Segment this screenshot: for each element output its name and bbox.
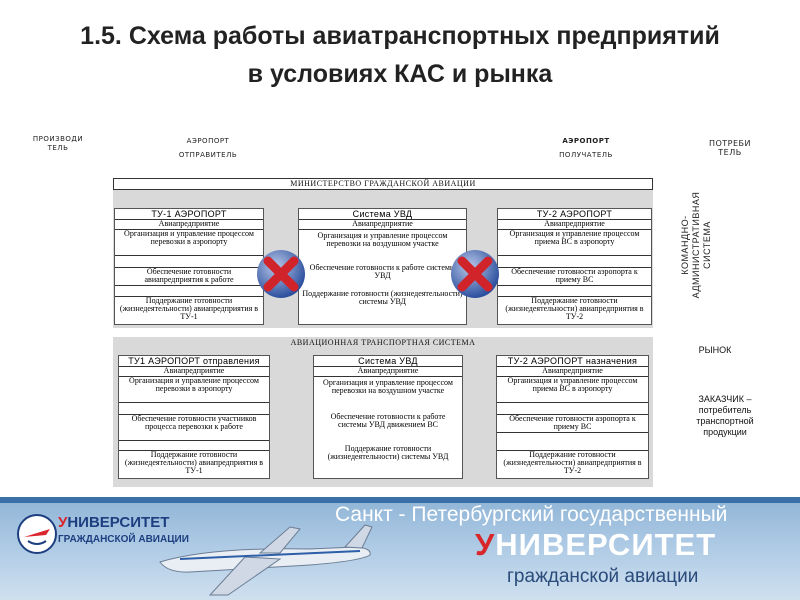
label-customer-line4: продукции	[703, 427, 747, 437]
kas-col-tu1: ТУ-1 АЭРОПОРТ Авиапредприятие Организаци…	[114, 208, 264, 325]
ministry-bar: МИНИСТЕРСТВО ГРАЖДАНСКОЙ АВИАЦИИ	[113, 178, 653, 190]
kas-col-tu1-row	[115, 256, 263, 268]
kas-col-tu2-row	[498, 256, 651, 268]
university-logo-icon	[17, 514, 57, 554]
kas-col-tu1-row: Обеспечение готовности авиапредприятия к…	[115, 268, 263, 286]
market-col-tu1-row: Организация и управление процессом перев…	[119, 377, 269, 403]
label-customer-line1: ЗАКАЗЧИК –	[698, 394, 752, 404]
cross-mark-icon	[257, 250, 305, 298]
market-col-uvd-row: Организация и управление процессом перев…	[323, 378, 453, 395]
kas-col-tu2-row: Авиапредприятие	[498, 220, 651, 230]
market-col-tu2-row	[497, 433, 648, 451]
label-market: РЫНОК	[698, 345, 732, 355]
market-col-tu2-row: Поддержание готовности (жизнедеятельност…	[503, 451, 642, 475]
kas-col-tu2-row: Организация и управление процессом прием…	[498, 230, 651, 256]
market-col-tu2-row: Обеспечение готовности аэропорта к прием…	[497, 415, 648, 433]
market-col-tu1-row: Поддержание готовности (жизнедеятельност…	[124, 451, 264, 475]
label-command-system: КОМАНДНО- АДМИНИСТРАТИВНАЯ СИСТЕМА	[680, 191, 712, 299]
label-airport-sender: АЭРОПОРТ ОТПРАВИТЕЛЬ	[168, 137, 248, 160]
kas-col-tu2-row: Поддержание готовности (жизнедеятельност…	[505, 297, 644, 321]
banner-line2-rest: НИВЕРСИТЕТ	[495, 527, 717, 562]
page-title-line1: 1.5. Схема работы авиатранспортных предп…	[80, 22, 720, 50]
label-customer-line2: потребитель	[698, 405, 752, 415]
label-airport-receiver-line2: ПОЛУЧАТЕЛЬ	[559, 151, 613, 159]
label-airport-sender-line1: АЭРОПОРТ	[186, 137, 230, 145]
logo-subtitle: ГРАЖДАНСКОЙ АВИАЦИИ	[58, 534, 189, 545]
label-consumer-line1: ПОТРЕБИ	[708, 139, 752, 148]
kas-col-uvd-head: Система УВД	[299, 209, 466, 220]
banner-line2-first: У	[475, 527, 496, 562]
kas-col-uvd: Система УВД Авиапредприятие Организация …	[298, 208, 467, 325]
market-col-uvd: Система УВД Авиапредприятие Организация …	[313, 355, 463, 479]
label-producer-line2: ТЕЛЬ	[47, 144, 69, 152]
kas-col-tu1-head: ТУ-1 АЭРОПОРТ	[115, 209, 263, 220]
market-col-tu1-row: Обеспечение готовности участников процес…	[119, 415, 269, 441]
kas-col-tu2-row	[498, 286, 651, 297]
page-title-line2: в условиях КАС и рынка	[247, 60, 553, 88]
airplane-icon	[159, 524, 373, 596]
kas-col-tu2-row: Обеспечение готовности аэропорта к прием…	[498, 268, 651, 286]
university-banner	[0, 497, 800, 600]
market-col-tu2: ТУ-2 АЭРОПОРТ назначения Авиапредприятие…	[496, 355, 649, 479]
label-airport-receiver-line1: АЭРОПОРТ	[562, 137, 610, 145]
banner-line3: гражданской авиации	[507, 566, 699, 587]
market-col-tu1-row: Авиапредприятие	[119, 367, 269, 377]
kas-col-uvd-row: Обеспечение готовности к работе системы …	[309, 264, 456, 280]
market-col-tu2-row	[497, 403, 648, 415]
kas-col-uvd-row: Организация и управление процессом перев…	[317, 231, 448, 248]
market-col-tu2-head: ТУ-2 АЭРОПОРТ назначения	[497, 356, 648, 367]
logo-title-first: У	[58, 514, 68, 531]
banner-stripe	[0, 497, 800, 503]
kas-col-uvd-row: Поддержание готовности (жизнедеятельност…	[302, 290, 463, 306]
kas-col-tu1-row: Поддержание готовности (жизнедеятельност…	[119, 297, 259, 321]
label-customer: ЗАКАЗЧИК – потребитель транспортной прод…	[680, 394, 770, 438]
market-col-tu1: ТУ1 АЭРОПОРТ отправления Авиапредприятие…	[118, 355, 270, 479]
kas-col-tu1-row: Авиапредприятие	[115, 220, 263, 230]
market-col-tu1-head: ТУ1 АЭРОПОРТ отправления	[119, 356, 269, 367]
logo-title-rest: НИВЕРСИТЕТ	[67, 514, 170, 531]
kas-col-tu2-head: ТУ-2 АЭРОПОРТ	[498, 209, 651, 220]
market-col-uvd-row: Поддержание готовности (жизнедеятельност…	[327, 445, 449, 461]
label-airport-sender-line2: ОТПРАВИТЕЛЬ	[178, 151, 238, 159]
label-customer-line3: транспортной	[696, 416, 754, 426]
logo-title: УНИВЕРСИТЕТ	[58, 514, 169, 531]
market-col-uvd-row: Авиапредприятие	[314, 367, 462, 377]
kas-col-tu1-row	[115, 286, 263, 297]
system-bar: АВИАЦИОННАЯ ТРАНСПОРТНАЯ СИСТЕМА	[113, 338, 653, 350]
kas-col-uvd-row: Авиапредприятие	[299, 220, 466, 230]
market-col-tu1-row	[119, 441, 269, 451]
label-consumer: ПОТРЕБИ ТЕЛЬ	[700, 139, 760, 157]
banner-line2: УНИВЕРСИТЕТ	[475, 527, 716, 563]
market-col-uvd-row: Обеспечение готовности к работе системы …	[330, 413, 446, 429]
market-col-uvd-head: Система УВД	[314, 356, 462, 367]
cross-mark-icon	[451, 250, 499, 298]
kas-col-tu2: ТУ-2 АЭРОПОРТ Авиапредприятие Организаци…	[497, 208, 652, 325]
label-producer-line1: ПРОИЗВОДИ	[32, 135, 84, 143]
label-producer: ПРОИЗВОДИ ТЕЛЬ	[28, 135, 88, 153]
market-col-tu2-row: Авиапредприятие	[497, 367, 648, 377]
label-consumer-line2: ТЕЛЬ	[718, 148, 742, 157]
market-col-tu2-row: Организация и управление процессом прием…	[497, 377, 648, 403]
kas-col-tu1-row: Организация и управление процессом перев…	[115, 230, 263, 256]
market-col-tu1-row	[119, 403, 269, 415]
label-airport-receiver: АЭРОПОРТ ПОЛУЧАТЕЛЬ	[546, 137, 626, 160]
banner-line1: Санкт - Петербургский государственный	[335, 503, 728, 526]
